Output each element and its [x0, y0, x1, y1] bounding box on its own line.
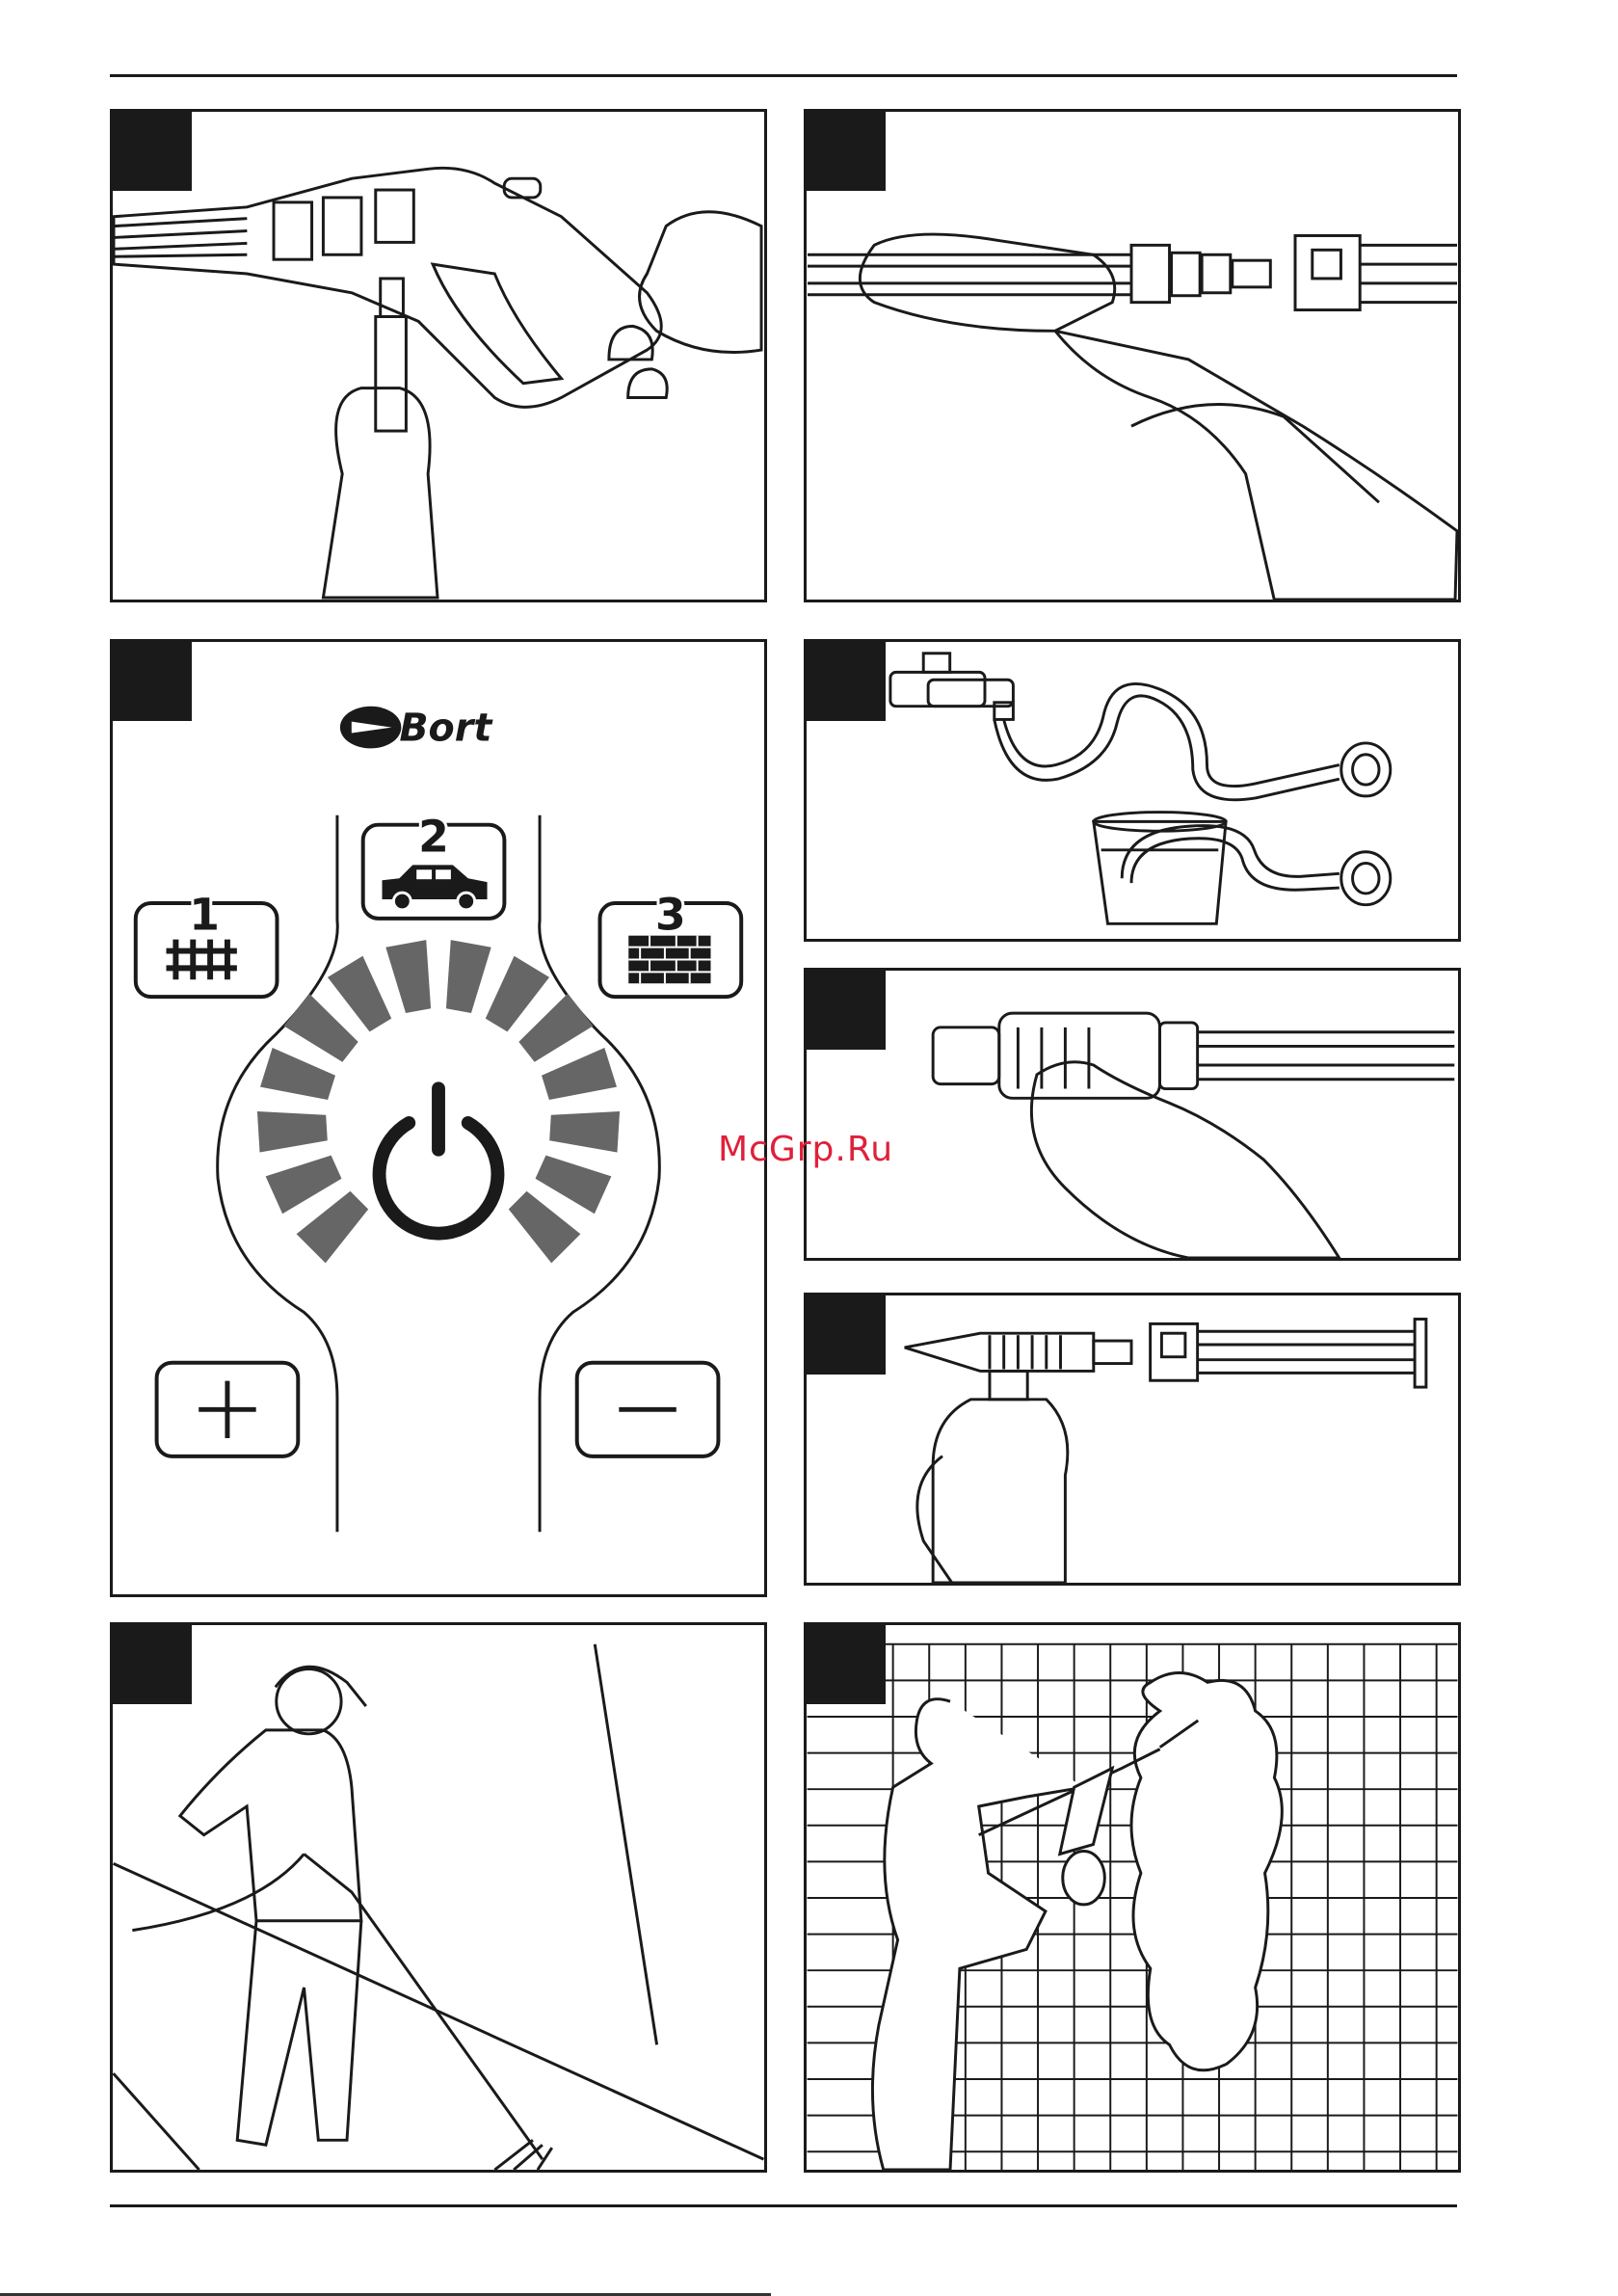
brick-wall-icon: [628, 936, 710, 984]
panel-water-supply: [804, 639, 1461, 942]
dial-segment: [266, 1156, 342, 1215]
mode-1-number: 1: [189, 890, 220, 941]
step-badge: [807, 1295, 886, 1375]
minus-button[interactable]: [577, 1363, 719, 1456]
dial-segment: [446, 940, 491, 1013]
step-badge: [807, 112, 886, 191]
water-supply-illustration: [807, 642, 1458, 939]
bort-logo: Bort: [340, 706, 493, 750]
bucket-icon: [1094, 813, 1226, 924]
bottom-rule: [110, 2204, 1457, 2207]
detergent-bottle-illustration: [807, 1295, 1458, 1583]
top-rule: [110, 74, 1457, 77]
faucet-icon: [890, 654, 1014, 720]
fence-icon: [167, 940, 237, 980]
step-badge: [113, 112, 192, 191]
dial-segment: [297, 1191, 369, 1264]
plus-icon: [199, 1381, 255, 1438]
dial-segment: [486, 956, 549, 1032]
panel-nozzle-adjustment: [804, 968, 1461, 1261]
foam-spraying-illustration: [807, 1625, 1458, 2170]
step-badge: [807, 642, 886, 721]
dial-segment: [284, 994, 358, 1062]
gun-hose-illustration: [113, 112, 764, 600]
step-badge: [113, 642, 192, 721]
plus-button[interactable]: [157, 1363, 299, 1456]
mode-3-button[interactable]: 3: [600, 890, 742, 997]
step-badge: [807, 1625, 886, 1704]
car-icon: [383, 865, 488, 910]
dial-segment: [518, 994, 593, 1062]
step-badge: [113, 1625, 192, 1704]
dial-segment: [509, 1191, 581, 1264]
panel-control-panel: Bort 1 2: [110, 639, 767, 1597]
mode-2-button[interactable]: 2: [363, 811, 505, 918]
step-badge: [807, 971, 886, 1050]
panel-gun-hose-connection: [110, 109, 767, 602]
dial-segment: [260, 1048, 335, 1100]
dial-segment: [549, 1111, 620, 1153]
nozzle-adjustment-illustration: [807, 971, 1458, 1258]
panel-lance-connection: [804, 109, 1461, 602]
panel-foam-spraying: [804, 1622, 1461, 2173]
dial-segment: [385, 940, 431, 1013]
washing-floor-illustration: [113, 1625, 764, 2170]
lance-connection-illustration: [807, 112, 1458, 600]
watermark: McGrp.Ru: [718, 1130, 893, 1169]
mode-3-number: 3: [655, 890, 686, 941]
dial-segment: [536, 1156, 612, 1215]
mode-1-button[interactable]: 1: [136, 890, 278, 997]
power-icon: [380, 1088, 498, 1233]
panel-washing-floor: [110, 1622, 767, 2173]
dial-segment: [257, 1111, 328, 1153]
brand-logo-text: Bort: [399, 706, 493, 750]
mode-2-number: 2: [418, 811, 449, 862]
dial-segment: [542, 1048, 617, 1100]
dial-segment: [328, 956, 391, 1032]
control-panel-illustration: Bort 1 2: [113, 642, 764, 1594]
power-button[interactable]: [380, 1088, 498, 1233]
panel-detergent-bottle: [804, 1293, 1461, 1586]
